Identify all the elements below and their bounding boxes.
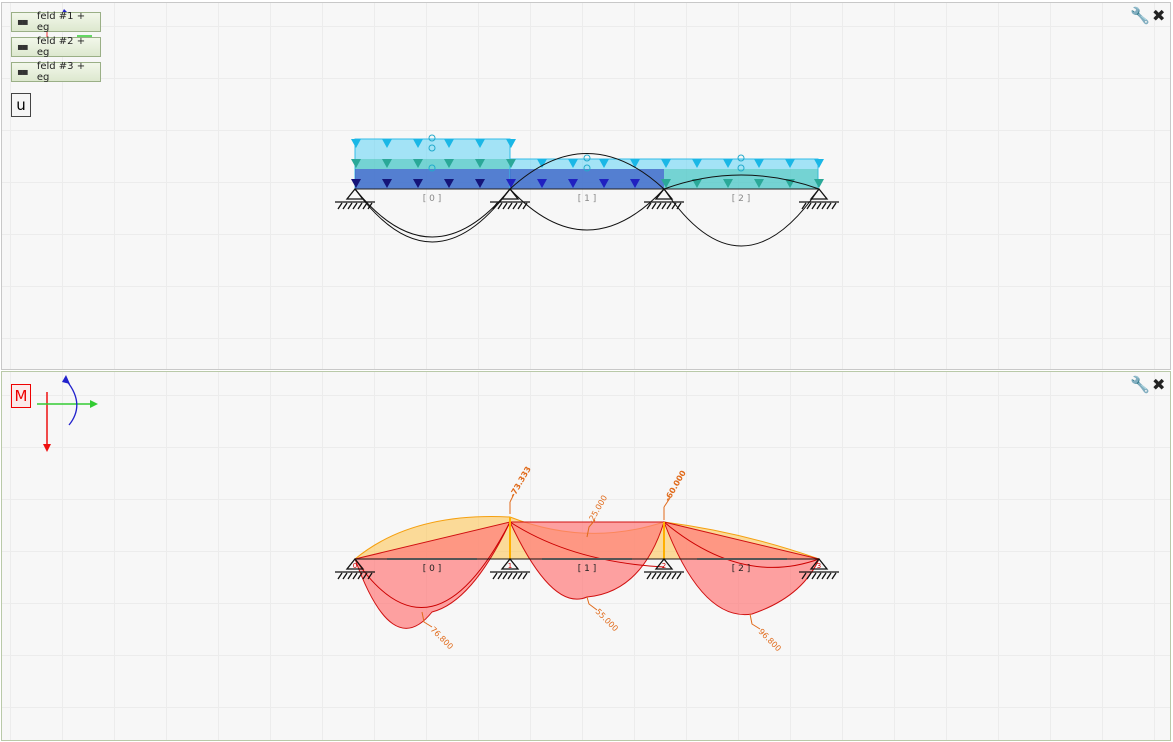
loadcase-grid-icon: ▪▪ <box>17 41 29 53</box>
loadcase-label-2: feld #2 + eg <box>36 36 86 58</box>
support-3 <box>799 187 839 210</box>
span-label-2: [ 2 ] <box>732 194 750 204</box>
support-number-2: 2 <box>662 562 666 570</box>
wrench-icon[interactable]: 🔧 <box>1130 6 1150 25</box>
load-band-dark-span1 <box>510 169 664 189</box>
load-band-dark-span0 <box>355 169 510 189</box>
support-3 <box>799 557 839 580</box>
support-2 <box>644 187 684 210</box>
loadcase-label-1: feld #1 + eg <box>36 11 86 33</box>
deflection-canvas: [ 0 ] [ 1 ] [ 2 ] <box>46 9 839 247</box>
loadcase-grid-icon: ▪▪ <box>17 66 29 78</box>
moment-canvas: [ 0 ] [ 1 ] [ 2 ] 0 1 2 3 76.800 55.000 … <box>37 375 839 653</box>
deflection-curves <box>354 153 820 247</box>
moment-label-support-1: -73.333 <box>508 465 533 499</box>
loadcase-button-1[interactable]: ▪▪ feld #1 + eg <box>11 11 101 33</box>
loadcase-button-3[interactable]: ▪▪ feld #3 + eg <box>11 61 101 83</box>
supports <box>335 187 839 210</box>
wrench-icon[interactable]: 🔧 <box>1130 375 1150 394</box>
load-markers <box>428 134 745 172</box>
support-2 <box>644 557 684 580</box>
span-label-2: [ 2 ] <box>732 564 750 574</box>
rotation-arrow-icon <box>62 375 70 384</box>
label-leaders <box>421 493 761 630</box>
span-label-1: [ 1 ] <box>578 564 596 574</box>
loadcase-button-2[interactable]: ▪▪ feld #2 + eg <box>11 36 101 58</box>
load-arrows <box>351 139 824 188</box>
span-label-0: [ 0 ] <box>423 564 441 574</box>
support-0 <box>335 187 375 210</box>
close-icon[interactable]: ✖ <box>1152 375 1166 394</box>
support-1 <box>490 187 530 210</box>
loadcase-grid-icon: ▪▪ <box>17 16 29 28</box>
supports <box>335 557 839 580</box>
span-label-1: [ 1 ] <box>578 194 596 204</box>
close-icon[interactable]: ✖ <box>1152 6 1166 25</box>
axis-z-arrowhead <box>43 444 51 452</box>
span-label-0: [ 0 ] <box>423 194 441 204</box>
moment-diagram <box>353 502 820 629</box>
support-0 <box>335 557 375 580</box>
support-number-3: 3 <box>817 562 821 570</box>
moment-label-support-2: -60.000 <box>663 469 688 503</box>
moment-label-span-2: 96.800 <box>757 627 783 653</box>
mode-button-u[interactable]: u <box>11 93 31 117</box>
moment-label-span-1: 55.000 <box>594 607 620 633</box>
axis-x-arrowhead <box>90 400 98 408</box>
support-number-0: 0 <box>353 562 357 570</box>
support-1 <box>490 557 530 580</box>
moment-label-span-1-min: -25.000 <box>586 494 609 525</box>
mode-button-m[interactable]: M <box>11 384 31 408</box>
moment-panel: [ 0 ] [ 1 ] [ 2 ] 0 1 2 3 76.800 55.000 … <box>1 371 1171 741</box>
rotation-arc <box>65 379 78 426</box>
deflection-panel: [ 0 ] [ 1 ] [ 2 ] ▪▪ feld #1 + eg ▪▪ fel… <box>1 2 1171 370</box>
moment-label-span-0: 76.800 <box>429 625 455 651</box>
loadcase-label-3: feld #3 + eg <box>36 61 86 83</box>
support-number-1: 1 <box>508 562 512 570</box>
